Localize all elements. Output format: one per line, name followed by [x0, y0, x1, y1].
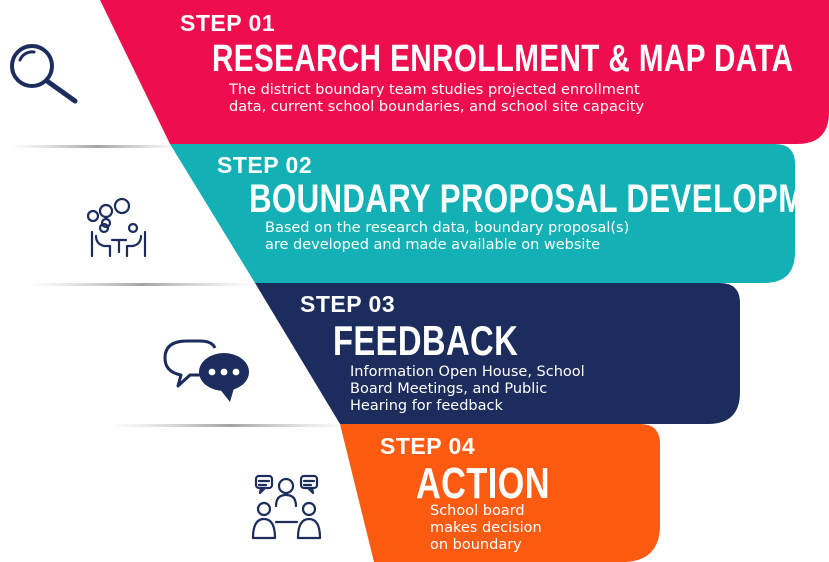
step-2-number: STEP 02 [217, 152, 313, 178]
step-4-number: STEP 04 [380, 433, 476, 459]
step-4-title: ACTION [416, 459, 550, 508]
step-4-desc-line: makes decision [430, 520, 542, 536]
panel-shadow-3 [110, 424, 350, 427]
panel-shadow-2 [30, 283, 255, 286]
step-3-title: FEEDBACK [333, 317, 519, 364]
magnifying-glass-icon [10, 44, 78, 104]
step-band-2 [170, 144, 795, 283]
step-2: STEP 02 [217, 152, 312, 179]
step-4-desc-line: on boundary [430, 537, 522, 553]
step-3-number: STEP 03 [300, 291, 396, 317]
chat-bubbles-icon [163, 339, 249, 402]
step-1-desc-line: data, current school boundaries, and sch… [229, 99, 645, 115]
step-1-title: RESEARCH ENROLLMENT & MAP DATA [212, 38, 794, 80]
step-1-desc-line: The district boundary team studies proje… [229, 82, 640, 98]
step-1-number: STEP 01 [180, 10, 276, 36]
step-3-desc-line: Hearing for feedback [350, 398, 503, 414]
step-4: STEP 04 [380, 433, 475, 460]
step-4-desc-line: School board [430, 503, 525, 519]
meeting-icon [86, 197, 147, 258]
step-3: STEP 03 [300, 291, 395, 318]
step-band-3 [255, 283, 740, 424]
step-2-desc-line: are developed and made available on webs… [265, 237, 601, 253]
step-band-1 [100, 0, 829, 144]
panel-shadow-1 [10, 145, 185, 148]
step-3-description: Information Open House, School Board Mee… [350, 364, 670, 415]
step-3-desc-line: Board Meetings, and Public [350, 381, 548, 397]
step-2-description: Based on the research data, boundary pro… [265, 220, 765, 254]
step-1-description: The district boundary team studies proje… [229, 82, 799, 116]
step-2-desc-line: Based on the research data, boundary pro… [265, 220, 630, 236]
step-band-4 [340, 424, 660, 562]
step-3-desc-line: Information Open House, School [350, 364, 585, 380]
group-discussion-icon [251, 474, 322, 540]
step-4-description: School board makes decision on boundary [430, 503, 590, 554]
step-1: STEP 01 [180, 10, 275, 37]
step-2-title: BOUNDARY PROPOSAL DEVELOPMENT [249, 177, 829, 221]
